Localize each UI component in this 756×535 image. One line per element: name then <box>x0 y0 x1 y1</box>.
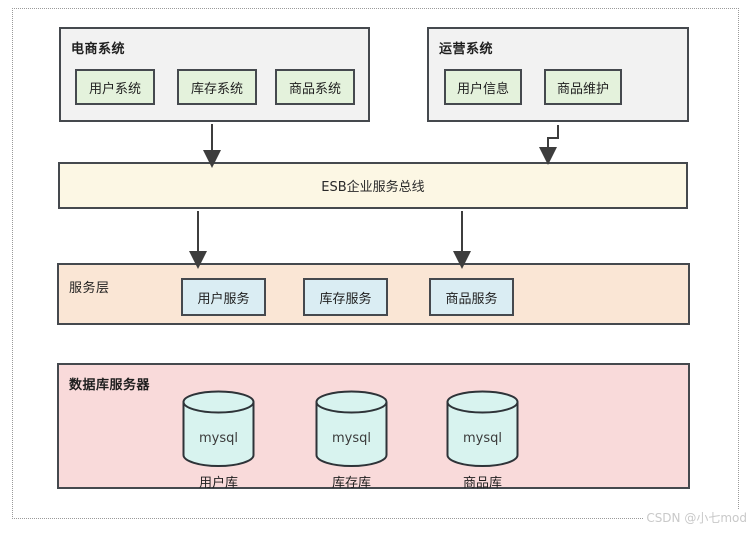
service-layer-panel: 服务层 用户服务 库存服务 商品服务 <box>57 263 690 325</box>
node-product-service: 商品服务 <box>429 278 514 316</box>
service-layer-title: 服务层 <box>69 281 110 296</box>
database-caption-product: 商品库 <box>462 476 502 491</box>
esb-bus-bar: ESB企业服务总线 <box>58 162 688 209</box>
database-cylinder-icon: mysql <box>446 390 519 467</box>
node-inventory-system: 库存系统 <box>177 69 257 105</box>
operations-system-panel: 运营系统 用户信息 商品维护 <box>427 27 689 122</box>
database-cylinder-icon: mysql <box>182 390 255 467</box>
csdn-watermark: CSDN @小七mod <box>644 509 749 526</box>
database-cylinder-user: mysql <box>182 390 255 473</box>
database-cylinder-icon: mysql <box>315 390 388 467</box>
node-product-system: 商品系统 <box>275 69 355 105</box>
node-user-system: 用户系统 <box>75 69 155 105</box>
ecommerce-system-title: 电商系统 <box>71 42 126 57</box>
database-cylinder-product: mysql <box>446 390 519 473</box>
ecommerce-system-panel: 电商系统 用户系统 库存系统 商品系统 <box>59 27 370 122</box>
mysql-label: mysql <box>199 431 238 446</box>
esb-bus-label: ESB企业服务总线 <box>321 180 425 195</box>
database-caption-user: 用户库 <box>198 476 238 491</box>
node-user-info: 用户信息 <box>444 69 522 105</box>
database-server-panel: 数据库服务器 mysql 用户库 mysql 库存库 mysql 商品 <box>57 363 690 491</box>
database-server-title: 数据库服务器 <box>69 378 151 393</box>
page-dotted-border <box>12 8 739 519</box>
mysql-label: mysql <box>463 431 502 446</box>
node-inventory-service: 库存服务 <box>303 278 388 316</box>
database-cylinder-inventory: mysql <box>315 390 388 473</box>
database-caption-inventory: 库存库 <box>331 476 371 491</box>
node-product-maintenance: 商品维护 <box>544 69 622 105</box>
operations-system-title: 运营系统 <box>439 42 494 57</box>
mysql-label: mysql <box>332 431 371 446</box>
node-user-service: 用户服务 <box>181 278 266 316</box>
